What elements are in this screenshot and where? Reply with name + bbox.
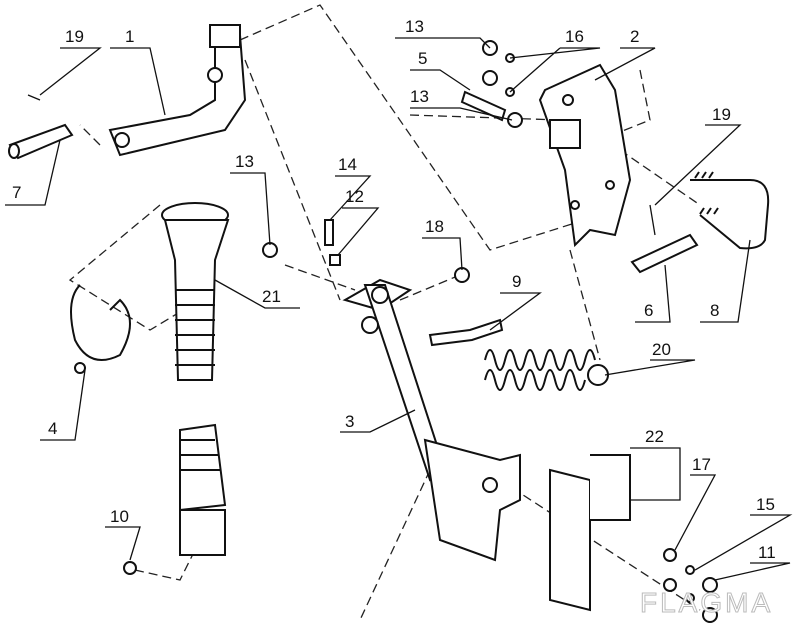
callout-12: 12 <box>345 187 364 206</box>
callout-13c: 13 <box>235 152 254 171</box>
part-1-bent-arm <box>108 24 247 157</box>
callout-11: 11 <box>758 543 776 562</box>
callout-15: 15 <box>756 495 775 514</box>
callout-18: 18 <box>425 217 444 236</box>
callout-1: 1 <box>125 27 134 46</box>
part-9-bolt <box>428 318 504 347</box>
callout-19b: 19 <box>712 105 731 124</box>
watermark: FLAGMA <box>640 587 773 618</box>
callout-3: 3 <box>345 412 354 431</box>
callout-13b: 13 <box>410 87 429 106</box>
callout-10: 10 <box>110 507 129 526</box>
callout-6: 6 <box>644 301 653 320</box>
callout-7: 7 <box>12 183 21 202</box>
callout-19: 19 <box>65 27 84 46</box>
part-8-u-bolt <box>690 171 770 250</box>
fasteners-bottom <box>123 548 718 623</box>
callout-14: 14 <box>338 155 357 174</box>
callout-17: 17 <box>692 455 711 474</box>
fasteners-top <box>262 40 523 283</box>
part-21-tube <box>161 202 230 556</box>
callout-13: 13 <box>405 17 424 36</box>
callout-8: 8 <box>710 301 719 320</box>
callout-labels: 19 1 7 13 16 2 5 13 19 13 14 12 18 9 21 … <box>12 17 776 562</box>
part-7-pin <box>8 94 74 160</box>
part-3-swing-arm <box>342 278 521 562</box>
leader-lines <box>5 37 793 581</box>
part-6-pin <box>630 204 699 274</box>
callout-21: 21 <box>262 287 281 306</box>
part-22-plate <box>549 454 631 612</box>
callout-16: 16 <box>565 27 584 46</box>
callout-9: 9 <box>512 272 521 291</box>
callout-5: 5 <box>418 49 427 68</box>
callout-20: 20 <box>652 340 671 359</box>
callout-2: 2 <box>630 27 639 46</box>
part-2-mount-bracket <box>538 63 632 248</box>
part-4-clamp <box>70 284 131 374</box>
part-20-spring <box>484 349 609 391</box>
callout-4: 4 <box>48 419 57 438</box>
callout-22: 22 <box>645 427 664 446</box>
